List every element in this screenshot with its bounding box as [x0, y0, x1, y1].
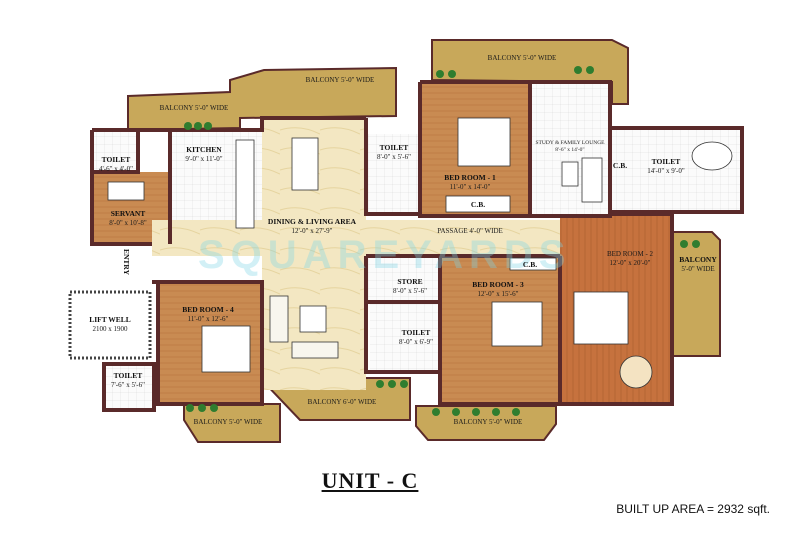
cb-2 — [581, 157, 603, 203]
label-toilet-4: TOILET — [114, 371, 143, 380]
label-study-dim: 8'-6" x 14'-0" — [555, 147, 584, 153]
round-table — [619, 355, 653, 389]
label-toilet-2: TOILET — [652, 157, 681, 166]
label-passage: PASSAGE 4'-0" WIDE — [437, 227, 503, 235]
label-bed-4-dim: 11'-0" x 12'-6" — [188, 315, 229, 323]
bed-3 — [491, 301, 543, 347]
label-bed-4: BED ROOM - 4 — [182, 305, 234, 314]
lift-floor — [68, 290, 152, 360]
label-bed-2-dim: 12'-0" x 20'-0" — [610, 259, 651, 267]
label-study: STUDY & FAMILY LOUNGE — [535, 140, 605, 146]
watermark: SQUAREYARDS — [198, 233, 571, 277]
dining-table — [291, 137, 319, 191]
toilet-1-floor — [368, 134, 420, 214]
label-toilet-1: TOILET — [380, 143, 409, 152]
label-balcony-right: BALCONY — [679, 255, 717, 264]
kitchen-counter — [235, 139, 255, 229]
label-store: STORE — [397, 277, 422, 286]
bed-2 — [573, 291, 629, 345]
toilet-4-floor — [106, 366, 152, 410]
label-toilet-3: TOILET — [402, 328, 431, 337]
unit-title: UNIT - C — [321, 468, 419, 493]
coffee-table — [299, 305, 327, 333]
sofa-left — [269, 295, 289, 343]
room-labels: BALCONY 5'-0" WIDE BALCONY 5'-0" WIDE BA… — [89, 54, 717, 426]
sofa-bottom — [291, 341, 339, 359]
label-bed-1: BED ROOM - 1 — [444, 173, 496, 182]
label-servant-dim: 8'-0" x 10'-8" — [109, 219, 147, 227]
label-balcony-top-right: BALCONY 5'-0" WIDE — [488, 54, 557, 62]
label-bed-2: BED ROOM - 2 — [607, 250, 654, 258]
label-bed-3-dim: 12'-0" x 15'-6" — [478, 290, 519, 298]
toilet-2-floor — [612, 128, 740, 212]
balcony-right — [671, 231, 721, 357]
study-desk — [561, 161, 579, 187]
label-cb-2: C.B. — [613, 161, 627, 170]
servant-bed — [107, 181, 145, 201]
label-toilet-2-dim: 14'-0" x 9'-0" — [647, 167, 685, 175]
bathtub — [691, 141, 733, 171]
cb-3 — [509, 257, 557, 271]
label-balcony-bottom-right: BALCONY 5'-0" WIDE — [454, 418, 523, 426]
label-balcony-bottom-left: BALCONY 5'-0" WIDE — [194, 418, 263, 426]
label-store-dim: 8'-0" x 5'-6" — [393, 287, 427, 295]
label-servant: SERVANT — [111, 209, 146, 218]
label-toilet-servant: TOILET — [102, 155, 131, 164]
label-balcony-bottom-mid: BALCONY 6'-0" WIDE — [308, 398, 377, 406]
toilet-3-floor — [370, 304, 440, 372]
store-floor — [368, 256, 438, 302]
walls — [90, 80, 744, 412]
label-entry: ENTRY — [122, 249, 131, 276]
label-lift-dim: 2100 x 1900 — [93, 325, 129, 333]
furniture — [107, 117, 733, 389]
bed-1 — [457, 117, 511, 167]
built-up-area: BUILT UP AREA = 2932 sqft. — [616, 502, 770, 516]
label-dining: DINING & LIVING AREA — [268, 217, 357, 226]
label-balcony-top-left: BALCONY 5'-0" WIDE — [160, 104, 229, 112]
label-cb-3: C.B. — [523, 260, 537, 269]
label-kitchen: KITCHEN — [186, 145, 222, 154]
label-balcony-right-dim: 5'-0" WIDE — [681, 265, 714, 273]
plants — [184, 66, 700, 416]
label-cb-1: C.B. — [471, 200, 485, 209]
cb-1 — [445, 195, 511, 213]
label-lift: LIFT WELL — [89, 315, 131, 324]
label-toilet-1-dim: 8'-0" x 5'-6" — [377, 153, 411, 161]
label-balcony-top-mid: BALCONY 5'-0" WIDE — [306, 76, 375, 84]
label-toilet-4-dim: 7'-6" x 5'-6" — [111, 381, 145, 389]
bed-4 — [201, 325, 251, 373]
label-toilet-servant-dim: 4'-6" x 4'-0" — [99, 165, 133, 173]
label-kitchen-dim: 9'-0" x 11'-0" — [185, 155, 222, 163]
label-bed-1-dim: 11'-0" x 14'-0" — [450, 183, 491, 191]
label-toilet-3-dim: 8'-0" x 6'-9" — [399, 338, 433, 346]
label-dining-dim: 12'-0" x 27'-9" — [292, 227, 333, 235]
label-bed-3: BED ROOM - 3 — [472, 280, 524, 289]
servant-toilet-floor — [94, 132, 138, 172]
